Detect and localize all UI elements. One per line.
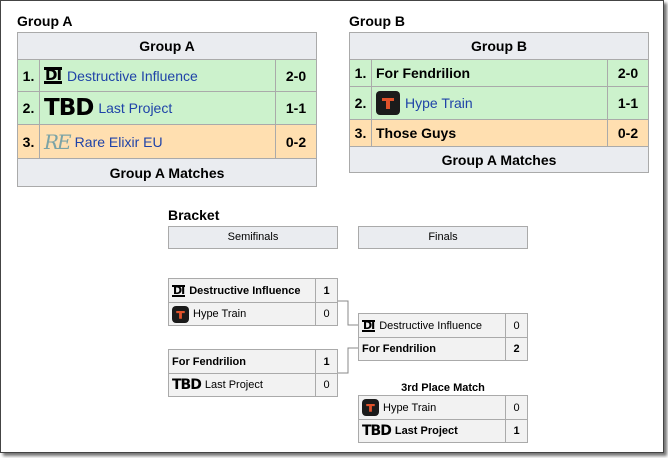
team-name-those-guys: Those Guys <box>376 125 457 141</box>
group-b-row-1: 1. For Fendrilion 2-0 <box>349 59 649 87</box>
bracket-heading: Bracket <box>168 207 220 223</box>
hype-train-logo-icon <box>172 305 189 323</box>
team-name: Hype Train <box>383 401 437 414</box>
team-link-hype-train[interactable]: Hype Train <box>405 95 473 111</box>
match-final: DI Destructive Influence 0 For Fendrilion… <box>358 313 528 361</box>
team-name: For Fendrilion <box>362 343 436 355</box>
team-link-rare-elixir-eu[interactable]: Rare Elixir EU <box>74 133 163 150</box>
score: 0 <box>513 401 520 414</box>
score: 1 <box>513 425 520 437</box>
re-logo-icon: RE <box>44 129 72 154</box>
tbd-logo-icon: TBD <box>172 377 202 393</box>
round-header-finals: Finals <box>358 226 528 249</box>
group-a-matches-toggle[interactable]: Group A Matches <box>17 158 317 187</box>
score: 1 <box>323 355 330 368</box>
tbd-logo-icon: TBD <box>44 95 94 121</box>
tbd-logo-icon: TBD <box>362 423 392 439</box>
group-b-heading: Group B <box>349 13 405 29</box>
score: 1-1 <box>275 91 317 125</box>
group-a-row-3: 3. RE Rare Elixir EU 0-2 <box>17 124 317 159</box>
match-slot: DI Destructive Influence 0 <box>359 314 527 337</box>
team-name: Destructive Influence <box>379 319 482 332</box>
team-name: Hype Train <box>193 308 247 320</box>
team-name: For Fendrilion <box>172 355 246 368</box>
third-place-label: 3rd Place Match <box>401 382 485 394</box>
group-a-table: Group A 1. DI Destructive Influence 2-0 … <box>17 32 317 187</box>
match-slot: Hype Train 0 <box>359 396 527 419</box>
score: 0-2 <box>607 119 649 147</box>
di-logo-icon: DI <box>172 283 185 297</box>
group-b-matches-toggle[interactable]: Group A Matches <box>349 146 649 173</box>
team-name-for-fendrilion: For Fendrilion <box>376 65 471 81</box>
score: 2-0 <box>275 59 317 92</box>
hype-train-logo-icon <box>376 91 400 115</box>
group-a-row-2: 2. TBD Last Project 1-1 <box>17 91 317 125</box>
score: 1-1 <box>607 86 649 120</box>
score: 0 <box>323 379 330 391</box>
group-a-row-1: 1. DI Destructive Influence 2-0 <box>17 59 317 92</box>
group-a-title: Group A <box>17 32 317 60</box>
score: 0 <box>323 308 330 320</box>
group-b-row-2: 2. Hype Train 1-1 <box>349 86 649 120</box>
team-name: Last Project <box>204 379 263 391</box>
di-logo-icon: DI <box>44 66 62 84</box>
score: 2 <box>513 343 520 355</box>
match-slot: DI Destructive Influence 1 <box>169 279 337 302</box>
group-b-row-3: 3. Those Guys 0-2 <box>349 119 649 147</box>
group-b-title: Group B <box>349 32 649 60</box>
match-slot: For Fendrilion 2 <box>359 337 527 360</box>
connector-semi2-final <box>338 347 358 374</box>
connector-semi1-final <box>338 300 358 326</box>
di-logo-icon: DI <box>362 318 375 332</box>
group-b-table: Group B 1. For Fendrilion 2-0 2. Hype Tr… <box>349 32 649 173</box>
team-name: Destructive Influence <box>189 284 301 297</box>
score: 0 <box>513 319 520 332</box>
match-semifinal-1: DI Destructive Influence 1 Hype Train 0 <box>168 278 338 326</box>
score: 1 <box>323 284 330 297</box>
team-link-destructive-influence[interactable]: Destructive Influence <box>67 67 198 84</box>
team-link-last-project[interactable]: Last Project <box>98 100 173 116</box>
team-name: Last Project <box>394 425 458 437</box>
hype-train-logo-icon <box>362 399 379 416</box>
group-a-heading: Group A <box>17 13 73 29</box>
round-header-semifinals: Semifinals <box>168 226 338 249</box>
match-slot: For Fendrilion 1 <box>169 350 337 373</box>
match-slot: Hype Train 0 <box>169 302 337 325</box>
